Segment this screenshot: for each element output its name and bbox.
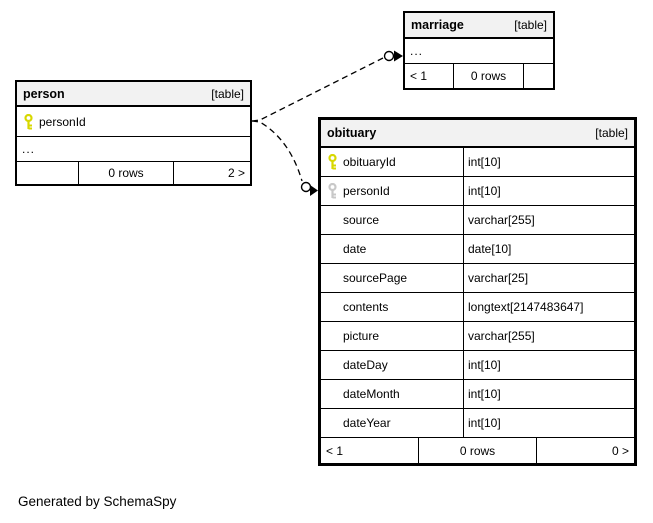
table-type-tag: [table] [595,126,628,140]
column-row: date date[10] [321,235,634,264]
column-type: int[10] [463,148,634,176]
table-type-tag: [table] [514,18,547,32]
column-row: dateYear int[10] [321,409,634,438]
column-row: personId int[10] [321,177,634,206]
column-name: personId [343,184,390,198]
table-name: person [23,86,65,101]
column-name: date [343,242,367,256]
column-type: varchar[255] [463,206,634,234]
parents-count: < 1 [410,69,428,83]
connector-arrow [394,50,403,62]
column-type: longtext[2147483647] [463,293,634,321]
column-type: varchar[255] [463,322,634,350]
column-type: int[10] [463,409,634,437]
column-row: source varchar[255] [321,206,634,235]
column-row: obituaryId int[10] [321,148,634,177]
children-count: 0 > [536,438,634,463]
table-marriage-header: marriage [table] [405,13,553,39]
column-type: int[10] [463,380,634,408]
table-marriage-footer: < 1 0 rows [405,64,553,88]
connector-person-obituary [251,120,318,196]
children-count: 2 > [173,162,250,184]
connector-circle [383,50,395,62]
connector-person-marriage [251,50,403,122]
column-name: dateDay [343,358,388,372]
table-person-footer: 0 rows 2 > [17,162,250,184]
column-type: int[10] [463,177,634,205]
foreign-key-icon [321,183,343,199]
column-name: picture [343,329,380,343]
row-count: 0 rows [78,162,173,184]
primary-key-icon [321,154,343,170]
connector-arrow [310,185,318,196]
collapsed-columns-row: ... [17,137,250,162]
connector-circle [300,181,312,193]
parents-count [17,162,78,184]
column-name: obituaryId [343,155,396,169]
table-person-header: person [table] [17,82,250,107]
column-row: personId [17,107,250,137]
column-type: varchar[25] [463,264,634,292]
column-type: date[10] [463,235,634,263]
table-person[interactable]: person [table] personId ... 0 rows 2 > [15,80,252,186]
column-row: sourcePage varchar[25] [321,264,634,293]
column-type: int[10] [463,351,634,379]
table-name: obituary [327,126,377,140]
table-name: marriage [411,18,464,32]
table-marriage[interactable]: marriage [table] ... < 1 0 rows [403,11,555,90]
column-name: dateYear [343,416,391,430]
column-name: sourcePage [343,271,408,285]
column-name: source [343,213,380,227]
column-name: personId [39,114,86,129]
row-count: 0 rows [418,438,536,463]
table-type-tag: [table] [211,86,244,101]
column-row: dateDay int[10] [321,351,634,380]
column-row: contents longtext[2147483647] [321,293,634,322]
collapsed-columns-row: ... [405,39,553,64]
column-row: dateMonth int[10] [321,380,634,409]
table-obituary-header: obituary [table] [321,120,634,148]
parents-count: < 1 [326,443,344,458]
row-count: 0 rows [453,64,523,88]
generated-by-note: Generated by SchemaSpy [18,494,177,509]
table-obituary[interactable]: obituary [table] obituaryId int[10] [318,117,637,466]
column-name: contents [343,300,389,314]
column-name: dateMonth [343,387,400,401]
table-obituary-footer: < 1 0 rows 0 > [321,438,634,463]
children-count [523,64,553,88]
column-row: picture varchar[255] [321,322,634,351]
primary-key-icon [17,113,39,130]
